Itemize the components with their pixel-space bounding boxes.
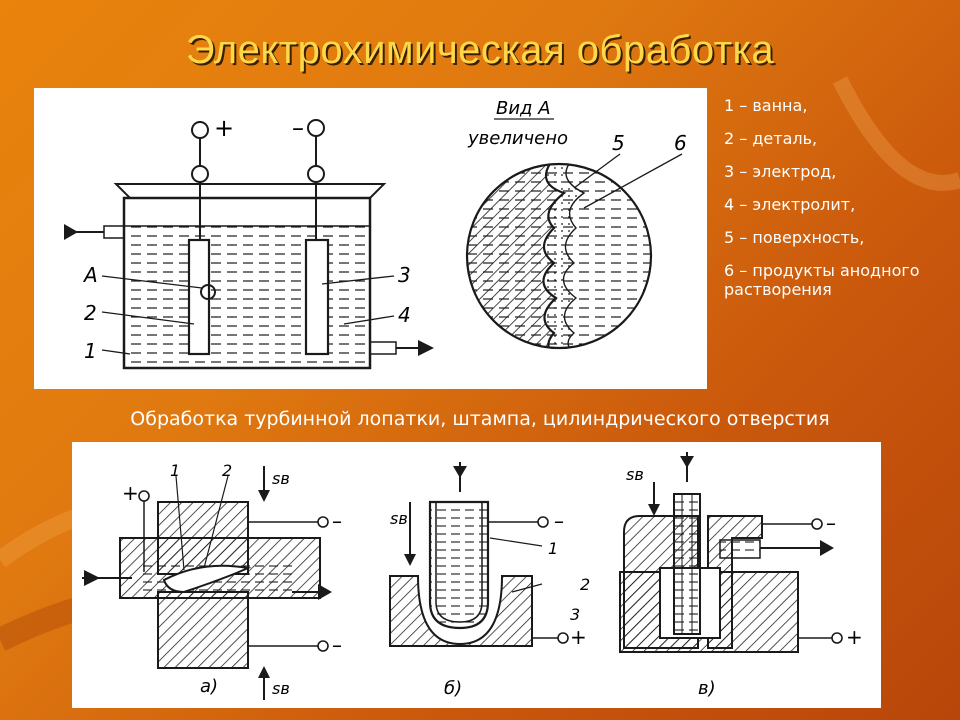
legend-item: 2 – деталь, bbox=[724, 129, 818, 148]
inlet-pipe bbox=[64, 224, 125, 240]
label-b: б) bbox=[444, 678, 462, 699]
label-4: 4 bbox=[398, 303, 411, 327]
label-v: в) bbox=[698, 678, 716, 699]
bath bbox=[113, 183, 387, 370]
b-label-2: 2 bbox=[580, 575, 590, 594]
view-label-enlarged: увеличено bbox=[467, 128, 568, 149]
diagram-v-cylindrical-hole bbox=[619, 452, 843, 653]
diagram-b-die bbox=[389, 462, 569, 647]
machining-examples-diagram: + – – 1 2 sв sв а) sв – + 1 2 3 б) bbox=[72, 442, 881, 708]
a-label-2: 2 bbox=[222, 461, 232, 480]
anode-part bbox=[187, 121, 216, 356]
section-subtitle: Обработка турбинной лопатки, штампа, цил… bbox=[130, 408, 830, 430]
watermark-logo: MyShared bbox=[768, 660, 883, 687]
anode-plus-sign: + bbox=[214, 114, 234, 142]
a-minus-top: – bbox=[332, 509, 342, 533]
legend-list: 1 – ванна, 2 – деталь, 3 – электрод, 4 –… bbox=[724, 96, 954, 313]
leader-lines bbox=[101, 275, 395, 355]
legend-item: 6 – продукты анодного растворения bbox=[724, 261, 920, 299]
view-label-title: Вид А bbox=[496, 98, 551, 119]
label-2: 2 bbox=[84, 301, 97, 325]
diagram-a-turbine-blade bbox=[82, 466, 332, 700]
cathode-electrode bbox=[304, 119, 330, 356]
cathode-minus-sign: – bbox=[292, 114, 304, 142]
legend-item: 5 – поверхность, bbox=[724, 228, 865, 247]
label-A: А bbox=[82, 263, 98, 287]
electrochemical-bath-diagram: + – А 2 1 3 4 Вид А увеличено 5 6 bbox=[34, 88, 707, 389]
legend-item: 3 – электрод, bbox=[724, 162, 837, 181]
bath-diagram-svg: + – А 2 1 3 4 Вид А увеличено 5 6 bbox=[64, 98, 687, 370]
v-feed-label: sв bbox=[626, 465, 644, 484]
label-3: 3 bbox=[398, 263, 411, 287]
b-label-3: 3 bbox=[570, 605, 580, 624]
a-feed-bottom: sв bbox=[272, 679, 290, 698]
electrolyte bbox=[125, 226, 369, 367]
a-feed-top: sв bbox=[272, 469, 290, 488]
a-minus-bottom: – bbox=[332, 633, 342, 657]
label-6: 6 bbox=[674, 131, 687, 155]
b-plus-sign: + bbox=[570, 625, 587, 649]
magnified-view bbox=[465, 153, 683, 350]
outlet-pipe bbox=[369, 340, 434, 356]
b-minus-sign: – bbox=[554, 509, 564, 533]
a-plus-sign: + bbox=[122, 481, 139, 505]
b-feed-label: sв bbox=[390, 509, 408, 528]
label-a: а) bbox=[200, 676, 218, 697]
v-plus-sign: + bbox=[846, 625, 863, 649]
a-label-1: 1 bbox=[170, 461, 180, 480]
label-5: 5 bbox=[612, 131, 625, 155]
page-title: Электрохимическая обработка bbox=[185, 28, 775, 72]
label-1: 1 bbox=[84, 339, 97, 363]
machining-diagram-svg: + – – 1 2 sв sв а) sв – + 1 2 3 б) bbox=[82, 452, 863, 700]
legend-item: 4 – электролит, bbox=[724, 195, 856, 214]
v-minus-sign: – bbox=[826, 511, 836, 535]
b-label-1: 1 bbox=[548, 539, 558, 558]
legend-item: 1 – ванна, bbox=[724, 96, 808, 115]
